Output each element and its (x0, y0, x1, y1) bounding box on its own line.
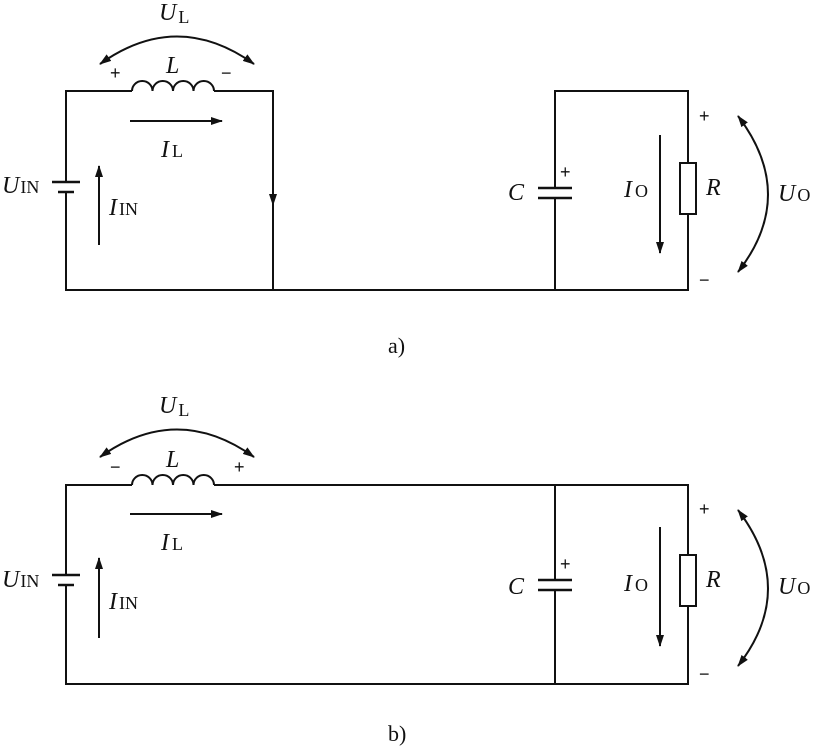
circuit-b-resistor-label: R (705, 567, 721, 593)
circuit-a-inductor-label: L (165, 53, 179, 79)
circuit-a-output-voltage-arrow (737, 115, 769, 273)
circuit-b-caption: b) (388, 721, 406, 746)
circuit-a-capacitor-label: C (508, 180, 525, 206)
circuit-b-wires (65, 484, 689, 685)
circuit-a-capacitor-symbol (538, 186, 572, 200)
circuit-a-resistor-label: R (705, 175, 721, 201)
circuit-a-inductor-coil (131, 80, 215, 92)
circuit-b-battery-symbol (52, 573, 80, 587)
circuit-a-source-label: UIN (2, 173, 39, 199)
circuit-a-battery-symbol (52, 180, 80, 194)
circuit-b-capacitor-symbol (538, 578, 572, 592)
circuit-b-inductor-voltage-arrow (99, 428, 255, 458)
circuit-b-capacitor-plus: + (560, 554, 571, 574)
circuit-b-inductor-label: L (165, 447, 179, 473)
circuit-a-inductor-plus: + (110, 63, 121, 83)
circuit-b-capacitor-label: C (508, 574, 525, 600)
circuit-a-resistor (679, 162, 697, 215)
circuit-a-output-minus: − (699, 270, 710, 290)
circuit-b-output-voltage-arrow (737, 509, 769, 667)
circuit-b-resistor (679, 554, 697, 607)
circuit-a-output-plus: + (699, 106, 710, 126)
circuit-a-inductor-voltage-arrow (99, 35, 255, 65)
circuit-a-wires (65, 90, 689, 291)
circuit-b-inductor-coil (131, 474, 215, 486)
circuit-b-output-minus: − (699, 664, 710, 684)
circuit-b-output-plus: + (699, 499, 710, 519)
circuit-b-inductor-minus: − (110, 457, 121, 477)
circuit-a-inductor-minus: − (221, 63, 232, 83)
circuit-a-capacitor-plus: + (560, 162, 571, 182)
circuit-b-source-label: UIN (2, 567, 39, 593)
circuit-a-caption: a) (388, 333, 405, 358)
circuit-b-inductor-plus: + (234, 457, 245, 477)
